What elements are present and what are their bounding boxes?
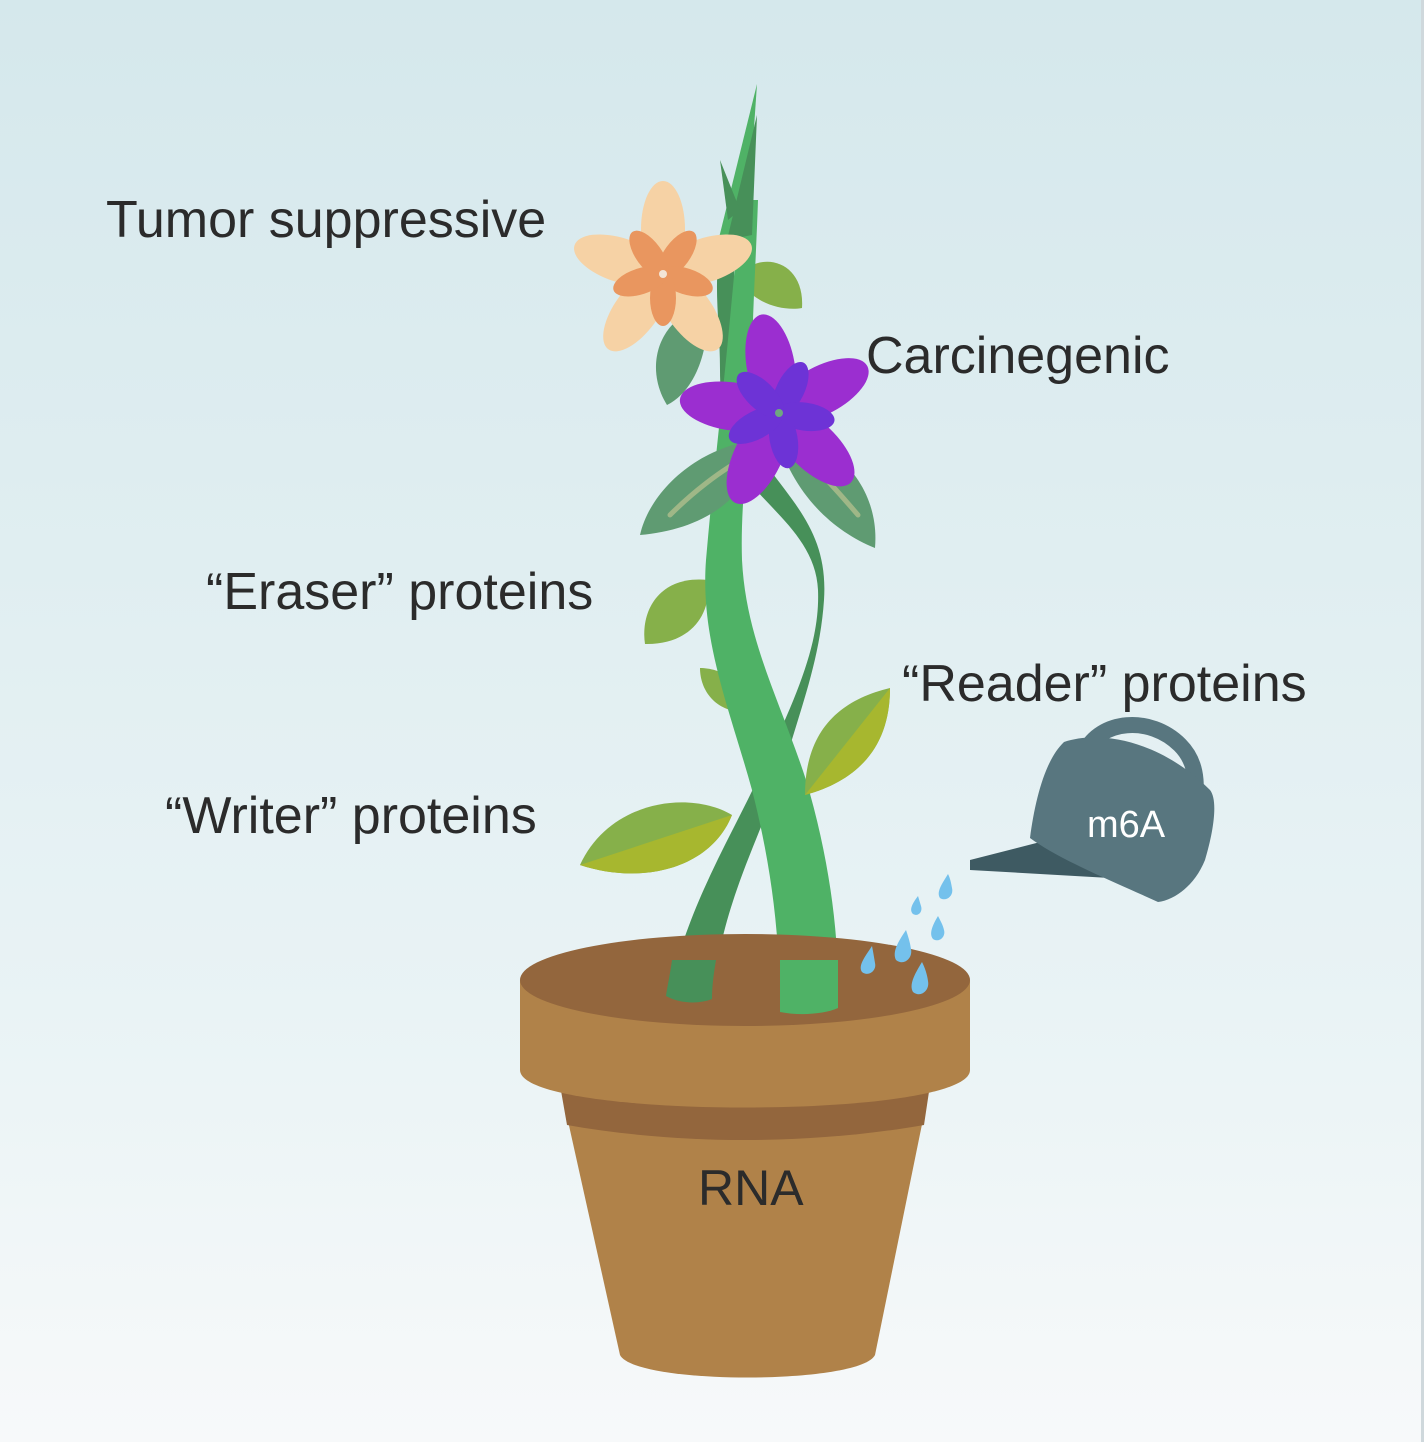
label-m6a-watering-can: m6A: [1087, 804, 1166, 846]
stem-light-base: [780, 960, 838, 1015]
label-rna-pot: RNA: [698, 1160, 804, 1216]
water-drops: [860, 874, 953, 995]
carcinogenic-flower: [679, 314, 869, 505]
label-tumor-suppressive: Tumor suppressive: [106, 191, 547, 249]
leaf-upper-right: [740, 261, 803, 309]
leaf-writer: [580, 802, 732, 874]
leaf-eraser: [644, 579, 709, 645]
tumor-suppressive-flower: [574, 181, 752, 352]
label-reader-proteins: “Reader” proteins: [902, 655, 1307, 713]
label-eraser-proteins: “Eraser” proteins: [206, 563, 594, 621]
watering-can: [970, 717, 1215, 902]
leaf-reader: [805, 688, 890, 795]
stem-tip-3: [720, 160, 740, 220]
stem-dark: [668, 240, 825, 1000]
pot: [520, 934, 970, 1378]
stem-dark-base: [666, 960, 716, 1003]
label-writer-proteins: “Writer” proteins: [165, 787, 537, 845]
label-carcinogenic: Carcinegenic: [866, 327, 1170, 385]
image-border: [1421, 0, 1424, 1442]
